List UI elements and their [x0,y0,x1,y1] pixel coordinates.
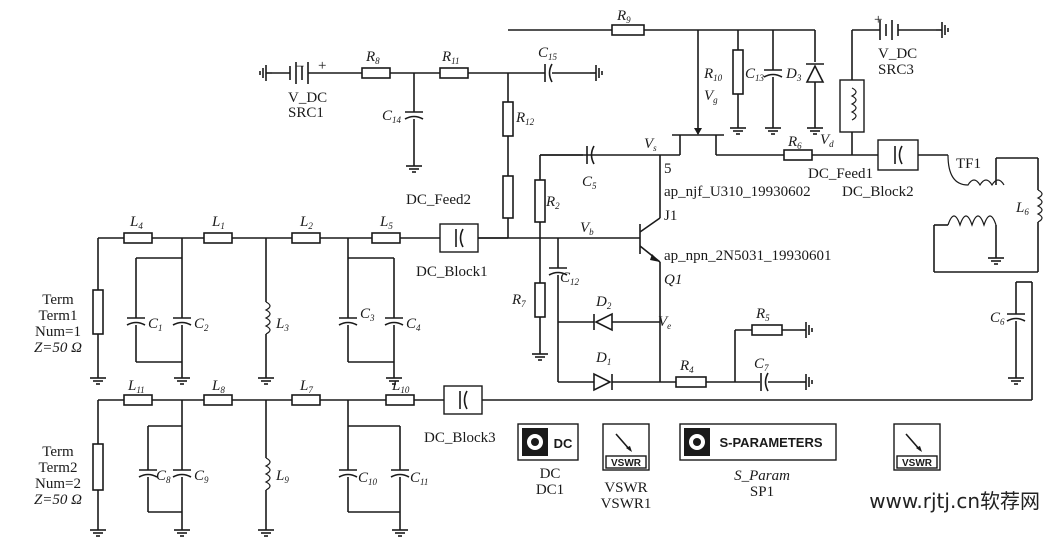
dc-controller: DC [517,423,579,461]
label-c9: C9 [194,468,209,485]
label-l8: L8 [211,378,225,395]
label-r8: R8 [365,49,380,66]
term2-line1: Term [42,444,74,460]
vswr1-caption-2: VSWR1 [601,496,652,512]
q1-name-label: Q1 [664,272,682,288]
vswr1-controller: VSWR [602,423,650,471]
label-r7: R7 [511,292,526,309]
dc-caption-1: DC [540,466,561,482]
label-c4: C4 [406,316,421,333]
term1-line4: Z=50 Ω [34,340,82,356]
label-c14: C14 [382,108,402,125]
output-network [89,385,1032,537]
tf1-label: TF1 [956,156,981,172]
label-d1: D1 [595,350,611,367]
sparam-controller: S-PARAMETERS [679,423,837,461]
watermark: www.rjtj.cn软荐网 [869,489,1040,513]
label-c10: C10 [358,470,378,487]
label-l9: L9 [275,468,289,485]
label-c2: C2 [194,316,209,333]
label-l10: L10 [391,378,410,395]
label-vb: Vb [580,220,594,237]
label-c12: C12 [560,270,580,287]
term1-line1: Term [42,292,74,308]
dcblock1-label: DC_Block1 [416,264,488,280]
label-c13: C13 [745,66,765,83]
label-r5: R5 [755,306,770,323]
sparam-caption-1: S_Param [734,468,790,484]
label-r10: R10 [703,66,723,83]
term2-line4: Z=50 Ω [34,492,82,508]
j1-model-label: ap_njf_U310_19930602 [664,184,811,200]
label-l11: L11 [127,378,145,395]
vdc1-label: V_DC [288,90,327,106]
vswr2-box-label: VSWR [902,458,933,469]
input-network [89,223,508,385]
vswr2-controller: VSWR [893,423,941,471]
label-vg: Vg [704,88,718,105]
label-l2: L2 [299,214,313,231]
label-vd: Vd [820,132,834,149]
label-r6: R6 [787,134,802,151]
term1-line3: Num=1 [35,324,81,340]
label-c15: C15 [538,45,558,62]
vswr1-box-label: VSWR [611,458,642,469]
label-c8: C8 [156,468,171,485]
label-l7: L7 [299,378,313,395]
label-r2: R2 [545,194,560,211]
plus-sign-src3: + [874,12,882,28]
label-l1: L1 [211,214,225,231]
label-d2: D2 [595,294,612,311]
label-vs: Vs [644,136,657,153]
q1-stage [470,145,813,392]
label-c1: C1 [148,316,163,333]
label-r11: R11 [441,49,460,66]
vdc3-label: V_DC [878,46,917,62]
sparam-caption-2: SP1 [750,484,774,500]
label-d3: D3 [785,66,802,83]
j1-pin-label: 5 [664,161,672,177]
dc-caption-2: DC1 [536,482,564,498]
label-l4: L4 [129,214,143,231]
label-c3: C3 [360,306,375,323]
vswr1-caption-1: VSWR [604,480,647,496]
plus-sign-src1: + [318,58,326,74]
label-r4: R4 [679,358,694,375]
dcblock2-label: DC_Block2 [842,184,914,200]
label-l5: L5 [379,214,393,231]
dcblock3-label: DC_Block3 [424,430,496,446]
top-bias-network [259,20,1043,400]
label-l3: L3 [275,316,289,333]
q1-model-label: ap_npn_2N5031_19930601 [664,248,832,264]
dc-box-label: DC [554,436,573,451]
term2-line3: Num=2 [35,476,81,492]
label-c7: C7 [754,356,769,373]
dcfeed1-label: DC_Feed1 [808,166,873,182]
src1-label: SRC1 [288,105,324,121]
label-r12: R12 [515,110,535,127]
label-ve: Ve [658,314,671,331]
src3-label: SRC3 [878,62,914,78]
sparam-box-label: S-PARAMETERS [719,435,822,450]
minus-sign-src1: − [296,59,304,75]
label-c5: C5 [582,174,597,191]
dcfeed2-label: DC_Feed2 [406,192,471,208]
label-r9: R9 [616,8,631,25]
term2-line2: Term2 [39,460,78,476]
label-c11: C11 [410,470,428,487]
label-c6: C6 [990,310,1005,327]
term1-line2: Term1 [39,308,78,324]
j1-name-label: J1 [664,208,677,224]
label-l6: L6 [1015,200,1029,217]
